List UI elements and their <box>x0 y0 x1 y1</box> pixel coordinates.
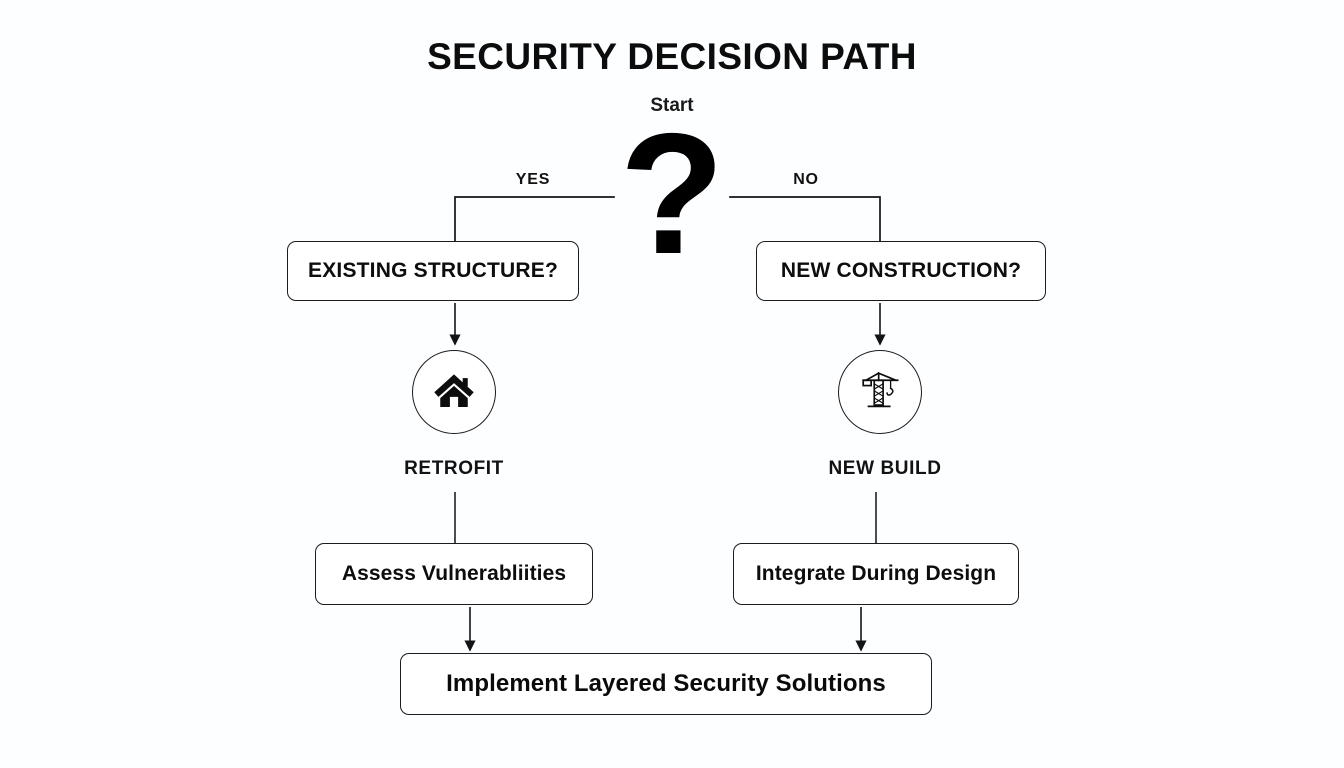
icon-caption-retrofit: RETROFIT <box>404 458 504 479</box>
branch-label-yes: YES <box>515 171 551 188</box>
page-title: SECURITY DECISION PATH <box>427 36 917 77</box>
icon-caption-new-build: NEW BUILD <box>828 458 942 479</box>
decision-node-new-construction[interactable]: NEW CONSTRUCTION? <box>756 241 1046 301</box>
decision-node-new-construction-label: NEW CONSTRUCTION? <box>780 259 1022 282</box>
start-label: Start <box>650 95 694 116</box>
icon-badge-retrofit <box>412 350 496 434</box>
branch-label-no: NO <box>793 171 819 188</box>
outcome-node-implement-layered-security[interactable]: Implement Layered Security Solutions <box>400 653 932 715</box>
action-node-integrate-during-design-label: Integrate During Design <box>755 562 997 585</box>
action-node-assess-vulnerabilities-label: Assess Vulnerabliities <box>341 562 567 585</box>
action-node-integrate-during-design[interactable]: Integrate During Design <box>733 543 1019 605</box>
connector-yes <box>454 196 615 242</box>
action-node-assess-vulnerabilities[interactable]: Assess Vulnerabliities <box>315 543 593 605</box>
outcome-node-label: Implement Layered Security Solutions <box>446 670 886 697</box>
question-mark-icon: ? <box>619 98 725 290</box>
crane-icon <box>857 367 903 418</box>
house-icon <box>432 368 476 417</box>
decision-node-existing-structure-label: EXISTING STRUCTURE? <box>308 259 558 282</box>
connector-no <box>729 196 881 242</box>
decision-node-existing-structure[interactable]: EXISTING STRUCTURE? <box>287 241 579 301</box>
icon-badge-new-build <box>838 350 922 434</box>
